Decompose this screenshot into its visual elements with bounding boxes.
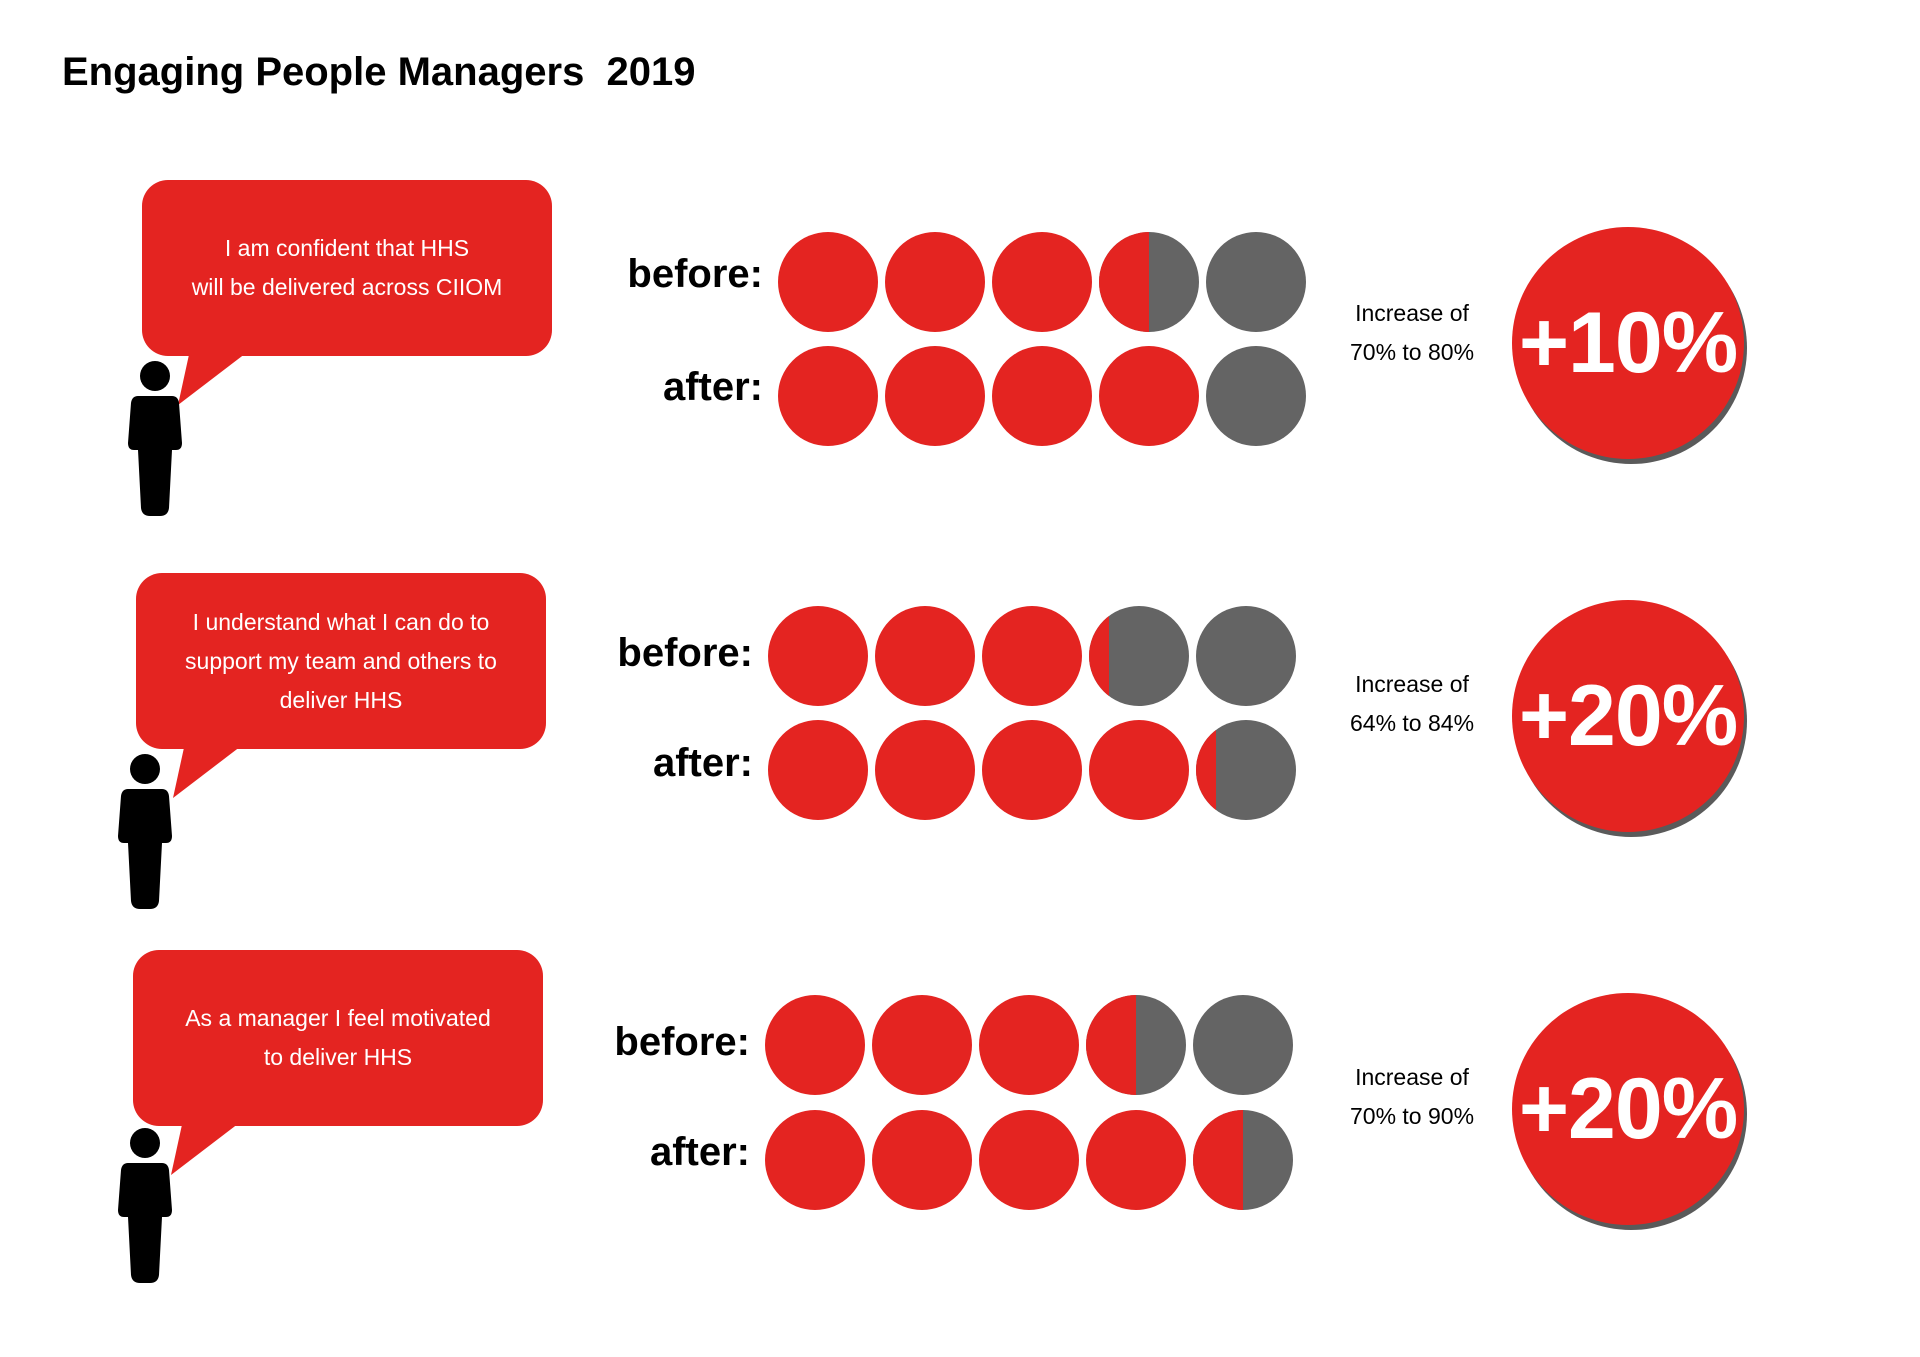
before-dot — [982, 606, 1082, 706]
quote-text: I understand what I can do to support my… — [185, 608, 497, 713]
after-label: after: — [649, 1130, 750, 1174]
increase-badge: +20% — [1512, 993, 1744, 1225]
after-dot — [885, 346, 985, 446]
page-title: Engaging People Managers 2019 — [62, 50, 696, 94]
before-dot — [872, 995, 972, 1095]
increase-badge: +10% — [1512, 227, 1744, 459]
before-dot — [1099, 232, 1199, 332]
speech-bubble-tail — [178, 350, 250, 405]
after-dot — [1193, 1110, 1293, 1210]
quote-text: As a manager I feel motivated to deliver… — [185, 1005, 491, 1070]
dot-pictogram — [765, 995, 1293, 1210]
after-label: after: — [662, 365, 763, 409]
speech-bubble-tail — [171, 1120, 243, 1175]
increase-text: Increase of 70% to 80% — [1349, 300, 1475, 365]
after-dot — [778, 346, 878, 446]
before-dot — [885, 232, 985, 332]
before-dot — [875, 606, 975, 706]
speech-bubble: I understand what I can do to support my… — [136, 573, 546, 749]
dot-pictogram — [768, 606, 1296, 820]
before-dot — [765, 995, 865, 1095]
before-label: before: — [614, 1020, 750, 1064]
before-dot — [768, 606, 868, 706]
speech-bubble-tail — [173, 743, 245, 798]
survey-row-understanding: I understand what I can do to support my… — [0, 563, 1920, 923]
after-dot — [992, 346, 1092, 446]
after-dot — [1089, 720, 1189, 820]
after-dot — [1196, 720, 1296, 820]
survey-row-confidence: I am confident that HHS will be delivere… — [0, 170, 1920, 530]
after-dot — [765, 1110, 865, 1210]
increase-badge: +20% — [1512, 600, 1744, 832]
after-dot — [872, 1110, 972, 1210]
speech-bubble: I am confident that HHS will be delivere… — [142, 180, 552, 356]
before-dot — [992, 232, 1092, 332]
before-dot — [778, 232, 878, 332]
after-dot — [1086, 1110, 1186, 1210]
after-dot — [1206, 346, 1306, 446]
before-label: before: — [617, 631, 753, 675]
person-icon — [118, 754, 172, 909]
after-label: after: — [652, 741, 753, 785]
speech-bubble: As a manager I feel motivated to deliver… — [133, 950, 543, 1126]
before-dot — [1089, 606, 1189, 706]
after-dot — [768, 720, 868, 820]
before-dot — [979, 995, 1079, 1095]
after-dot — [979, 1110, 1079, 1210]
before-dot — [1193, 995, 1293, 1095]
before-label: before: — [627, 252, 763, 296]
increase-text: Increase of 70% to 90% — [1349, 1064, 1475, 1129]
increase-text: Increase of 64% to 84% — [1349, 671, 1475, 736]
after-dot — [1099, 346, 1199, 446]
before-dot — [1206, 232, 1306, 332]
person-icon — [128, 361, 182, 516]
survey-row-motivation: As a manager I feel motivated to deliver… — [0, 940, 1920, 1300]
before-dot — [1086, 995, 1186, 1095]
quote-text: I am confident that HHS will be delivere… — [191, 235, 503, 300]
before-dot — [1196, 606, 1296, 706]
after-dot — [982, 720, 1082, 820]
person-icon — [118, 1128, 172, 1283]
after-dot — [875, 720, 975, 820]
dot-pictogram — [778, 232, 1306, 446]
